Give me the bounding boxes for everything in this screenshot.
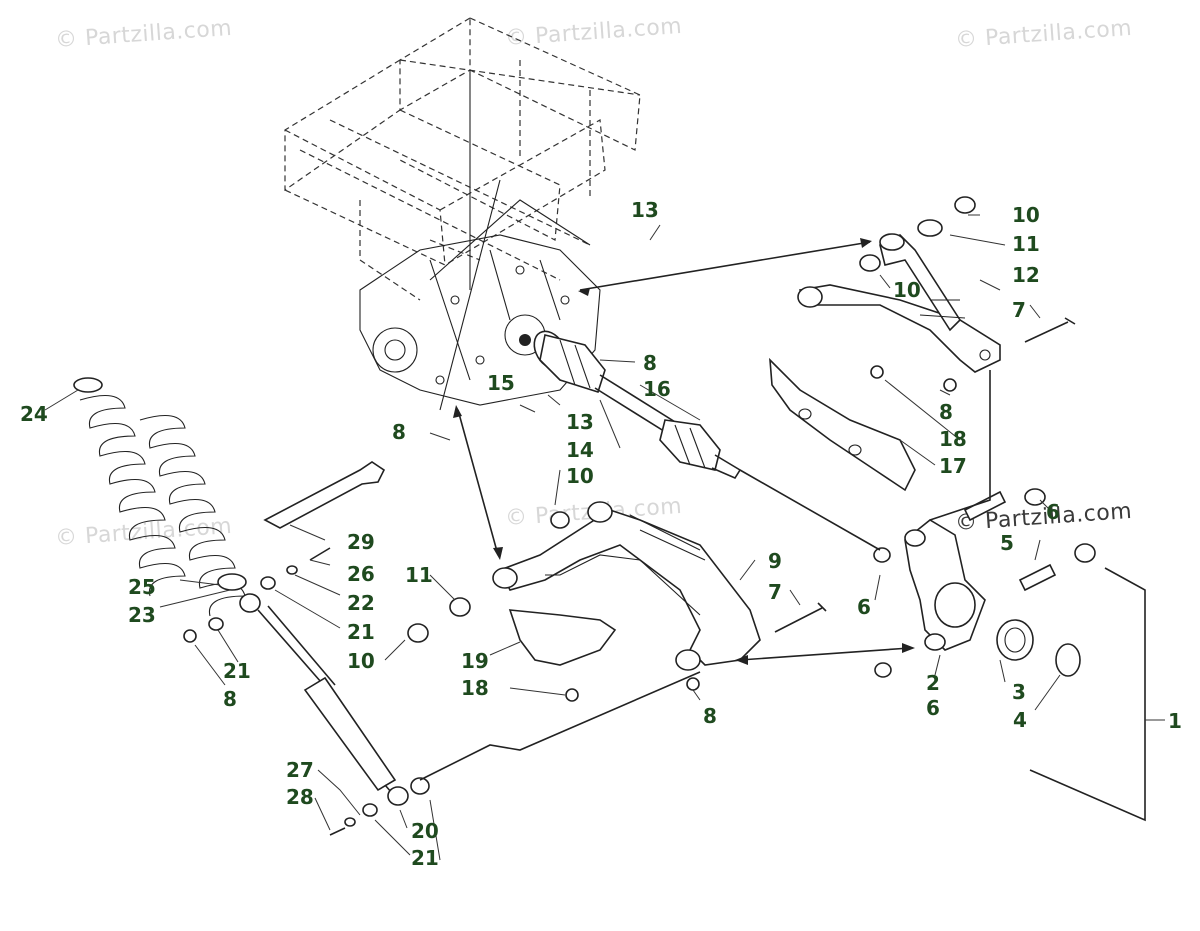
lower-a-arm [407, 501, 827, 702]
callout-24: 24 [20, 402, 48, 426]
callout-23: 23 [128, 603, 156, 627]
callout-7: 7 [1012, 298, 1026, 322]
callout-2: 2 [926, 671, 940, 695]
callout-28: 28 [286, 785, 314, 809]
callout-26: 26 [347, 562, 375, 586]
callout-10: 10 [893, 278, 921, 302]
callout-9: 9 [768, 549, 782, 573]
callout-8: 8 [939, 400, 953, 424]
cv-shield [769, 357, 916, 492]
callout-6: 6 [1046, 500, 1060, 524]
callout-8: 8 [643, 351, 657, 375]
callout-1: 1 [1168, 709, 1182, 733]
shock-absorber [73, 377, 430, 836]
callout-17: 17 [939, 454, 967, 478]
callout-14: 14 [566, 438, 594, 462]
assembly-lines [44, 214, 1165, 861]
upper-a-arm [797, 196, 1076, 392]
knuckle [873, 488, 1096, 678]
callout-19: 19 [461, 649, 489, 673]
callout-4: 4 [1013, 708, 1027, 732]
callout-7: 7 [768, 580, 782, 604]
callout-8: 8 [223, 687, 237, 711]
callout-5: 5 [1000, 531, 1014, 555]
callout-13: 13 [566, 410, 594, 434]
callout-8: 8 [703, 704, 717, 728]
drive-shaft [533, 330, 742, 480]
callout-3: 3 [1012, 680, 1026, 704]
callout-18: 18 [461, 676, 489, 700]
callout-20: 20 [411, 819, 439, 843]
callout-10: 10 [347, 649, 375, 673]
callout-16: 16 [643, 377, 671, 401]
callout-21: 21 [223, 659, 251, 683]
callout-6: 6 [926, 696, 940, 720]
callout-13: 13 [631, 198, 659, 222]
callout-8: 8 [392, 420, 406, 444]
callout-25: 25 [128, 575, 156, 599]
callout-27: 27 [286, 758, 314, 782]
callout-18: 18 [939, 427, 967, 451]
callout-10: 10 [566, 464, 594, 488]
callout-29: 29 [347, 530, 375, 554]
frame-outline [284, 17, 641, 301]
callout-21: 21 [411, 846, 439, 870]
callout-22: 22 [347, 591, 375, 615]
callout-15: 15 [487, 371, 515, 395]
callout-10: 10 [1012, 203, 1040, 227]
callout-12: 12 [1012, 263, 1040, 287]
callout-6: 6 [857, 595, 871, 619]
callout-21: 21 [347, 620, 375, 644]
callout-11: 11 [405, 563, 433, 587]
callout-11: 11 [1012, 232, 1040, 256]
engine-block [359, 70, 601, 411]
